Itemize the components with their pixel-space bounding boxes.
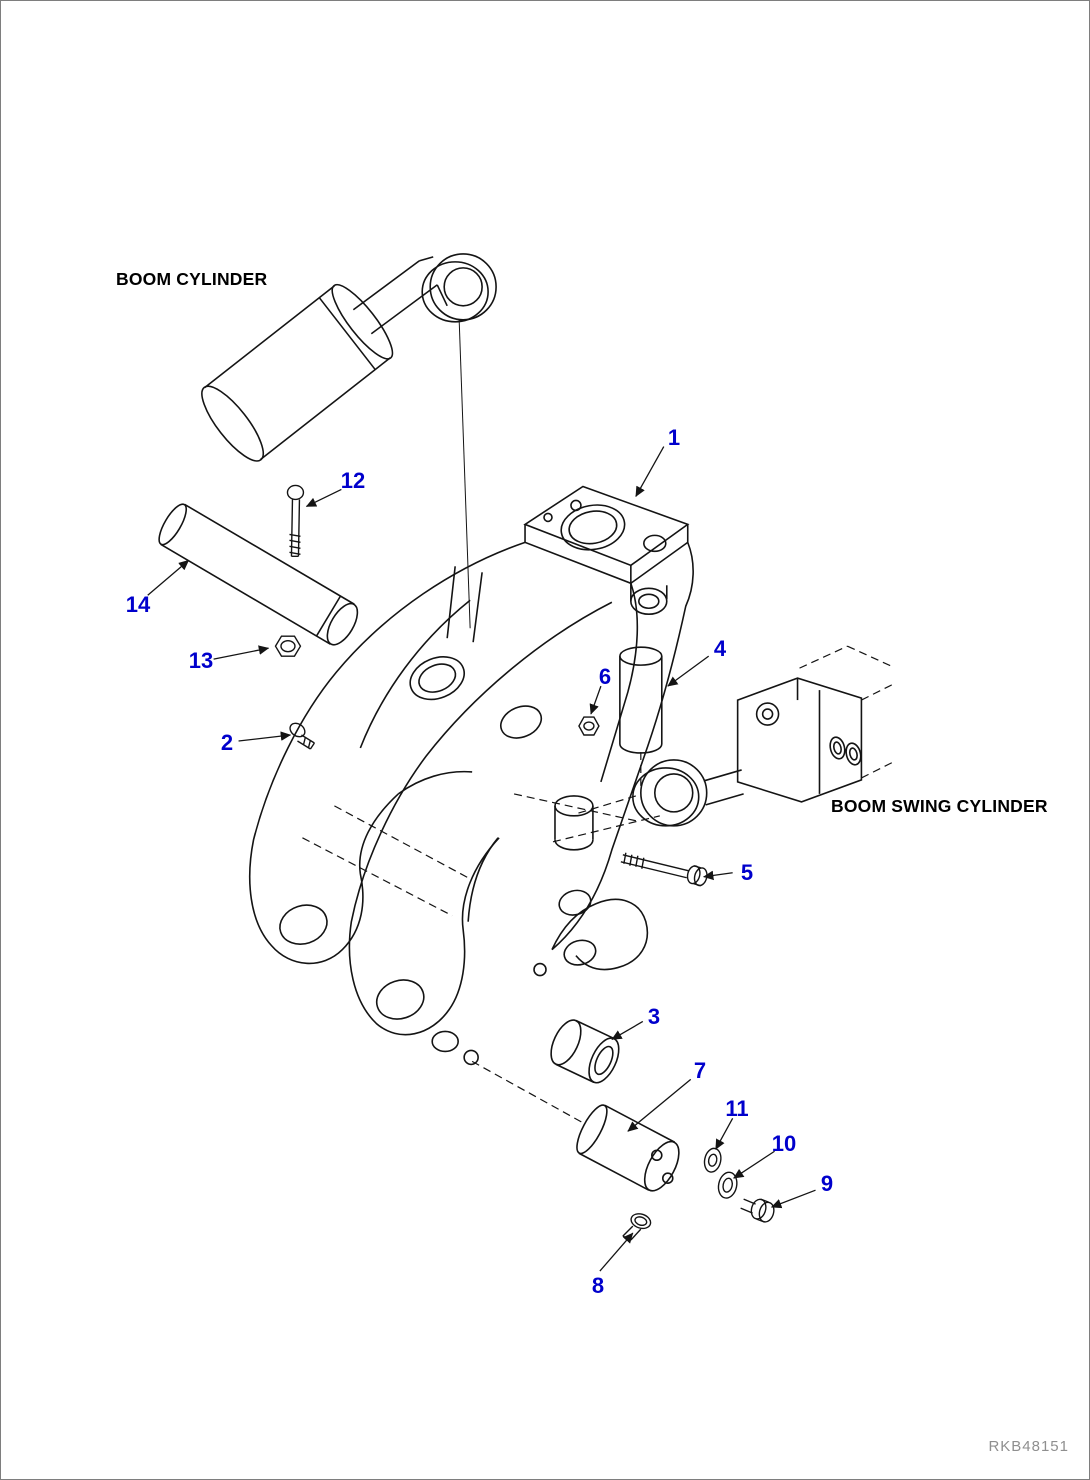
callout-1: 1	[667, 425, 681, 450]
leader-2	[238, 731, 292, 742]
boom-cylinder-label: BOOM CYLINDER	[116, 269, 268, 289]
leader-11	[715, 1117, 734, 1150]
bolt-12-drawing	[286, 484, 305, 558]
washer-10-drawing	[717, 1171, 738, 1199]
bracket-1-drawing	[248, 485, 694, 1066]
pin-7-drawing	[576, 1104, 680, 1192]
bushing-3-drawing	[550, 1019, 620, 1084]
washer-11-drawing	[703, 1147, 722, 1173]
leader-7	[627, 1078, 692, 1132]
pin-4-drawing	[619, 646, 663, 754]
callout-2: 2	[220, 730, 234, 755]
callout-11: 11	[725, 1096, 749, 1121]
callout-9: 9	[820, 1171, 834, 1196]
nut-13-drawing	[274, 635, 302, 657]
bolt-5-drawing	[620, 852, 708, 887]
assembly-line	[458, 319, 471, 629]
leader-5	[703, 870, 733, 881]
callout-3: 3	[647, 1004, 661, 1029]
callout-leader-lines	[147, 446, 816, 1272]
leader-4	[667, 655, 710, 687]
callout-12: 12	[340, 468, 366, 493]
callout-5: 5	[740, 860, 754, 885]
leader-13	[213, 645, 270, 660]
pin-14-drawing	[158, 503, 359, 646]
boom-swing-cylinder-part-drawing	[632, 677, 863, 827]
leader-8	[599, 1232, 634, 1272]
leader-12	[305, 488, 342, 508]
leader-10	[733, 1150, 775, 1179]
callout-7: 7	[693, 1058, 707, 1083]
bolt-9-drawing	[740, 1198, 775, 1223]
bolt-8-drawing	[622, 1213, 652, 1241]
callout-8: 8	[591, 1273, 605, 1298]
boom-cylinder-part-drawing	[201, 253, 497, 462]
boom-swing-cylinder-label: BOOM SWING CYLINDER	[831, 796, 1048, 816]
leader-1	[635, 446, 665, 498]
leader-9	[770, 1189, 816, 1209]
callout-6: 6	[598, 664, 612, 689]
leader-6	[589, 685, 602, 715]
leader-14	[147, 559, 190, 596]
hidden-center-lines	[302, 645, 894, 1124]
leader-3	[611, 1020, 644, 1041]
callout-4: 4	[713, 636, 727, 661]
callout-13: 13	[188, 648, 214, 673]
callout-10: 10	[771, 1131, 797, 1156]
nut-6-drawing	[578, 716, 600, 736]
drawing-code: RKB48151	[988, 1438, 1069, 1455]
callout-14: 14	[125, 592, 151, 617]
